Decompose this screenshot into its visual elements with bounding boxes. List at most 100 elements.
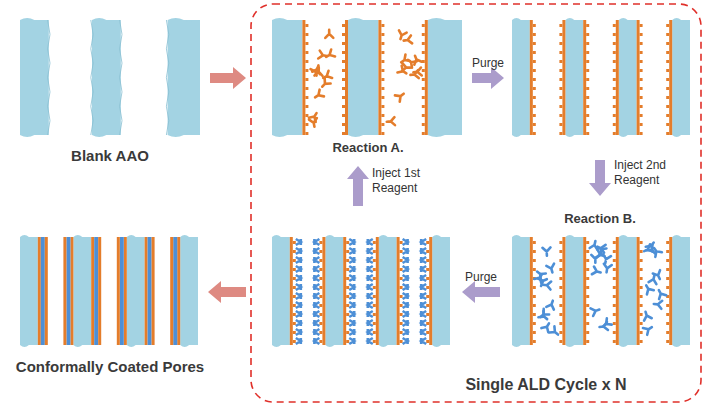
layer-a: [530, 20, 533, 135]
precursor-molecule: [538, 311, 549, 322]
layer-a: [562, 20, 565, 135]
precursor-molecule: [546, 264, 556, 274]
layer-a: [669, 237, 672, 345]
precursor-molecule: [386, 117, 395, 126]
wall-edge: [672, 18, 690, 22]
wall-edge: [432, 343, 450, 347]
wall-edge: [619, 133, 637, 137]
precursor-molecule: [655, 288, 666, 299]
alumina-wall: [619, 20, 637, 135]
layer-a: [376, 237, 379, 345]
precursor-molecule: [591, 306, 601, 316]
precursor-molecule: [313, 90, 324, 101]
precursor-molecule: [601, 254, 611, 264]
precursor-molecule: [395, 91, 406, 102]
wall-edge: [619, 343, 637, 347]
alumina-wall: [20, 237, 38, 345]
purge-arrow: [462, 281, 500, 303]
wall-edge: [619, 18, 637, 22]
alumina-wall: [432, 237, 450, 345]
alumina-wall: [619, 237, 637, 345]
layer-a: [290, 237, 293, 345]
layer-a: [583, 20, 586, 135]
step-label: Inject 1st Reagent: [372, 166, 436, 196]
precursor-molecule: [642, 311, 652, 321]
step-label: Purge: [472, 56, 504, 70]
aao-panel: [20, 18, 200, 137]
wall-edge: [565, 133, 583, 137]
step-arrow: [208, 281, 246, 303]
wall-edge: [672, 133, 690, 137]
alumina-wall: [168, 20, 200, 135]
purge-arrow: [472, 67, 504, 89]
wall-edge: [672, 235, 690, 239]
precursor-molecule: [397, 30, 407, 40]
alumina-wall: [20, 20, 49, 135]
precursor-molecule: [542, 247, 550, 255]
precursor-molecule: [591, 255, 599, 263]
precursor-molecule: [325, 30, 333, 38]
alumina-wall: [565, 237, 583, 345]
precursor-molecule: [541, 321, 552, 332]
wall-edge: [619, 235, 637, 239]
precursor-molecule: [324, 49, 335, 60]
alumina-wall: [180, 237, 198, 345]
precursor-molecule: [318, 51, 327, 60]
precursor-molecule: [643, 324, 654, 335]
wall-edge: [73, 343, 91, 347]
precursor-molecule: [397, 66, 408, 77]
wall-edge: [325, 235, 343, 239]
wall-edge: [272, 18, 302, 22]
wall-edge: [272, 133, 302, 137]
layer-a: [302, 20, 305, 135]
layer-a: [378, 20, 381, 135]
precursor-molecule: [643, 283, 654, 294]
cycle-region: [251, 4, 701, 402]
layer-a: [562, 237, 565, 345]
wall-edge: [432, 235, 450, 239]
wall-edge: [20, 343, 38, 347]
precursor-molecule: [321, 71, 332, 82]
wall-edge: [92, 133, 121, 137]
wall-edge: [379, 343, 397, 347]
precursor-molecule: [653, 300, 662, 309]
alumina-wall: [272, 20, 302, 135]
layer-a: [345, 20, 348, 135]
wall-edge: [127, 343, 145, 347]
wall-edge: [272, 235, 290, 239]
precursor-molecule: [592, 267, 602, 277]
layer-a: [429, 237, 432, 345]
precursor-molecule: [601, 318, 612, 329]
wall-edge: [73, 235, 91, 239]
alumina-wall: [272, 237, 290, 345]
aao-panel: [272, 235, 450, 347]
step-label: Inject 2nd Reagent: [614, 158, 678, 188]
wall-edge: [20, 235, 38, 239]
step-arrow: [210, 67, 246, 89]
layer-a: [669, 20, 672, 135]
inject-arrow: [347, 166, 369, 206]
alumina-wall: [127, 237, 145, 345]
precursor-molecule: [534, 272, 545, 283]
wall-edge: [565, 18, 583, 22]
precursor-molecule: [403, 35, 412, 44]
precursor-molecule: [319, 78, 330, 89]
wall-edge: [180, 235, 198, 239]
aao-panel: [512, 235, 690, 347]
layer-a: [530, 237, 533, 345]
alumina-wall: [428, 20, 462, 135]
alumina-wall: [73, 237, 91, 345]
panel-caption: Blank AAO: [71, 147, 149, 164]
precursor-molecule: [549, 326, 560, 337]
alumina-wall: [672, 20, 690, 135]
precursor-molecule: [411, 54, 421, 64]
panel-caption: Reaction B.: [564, 211, 636, 226]
panel-caption: Reaction A.: [332, 140, 403, 155]
layer-a: [637, 20, 640, 135]
wall-edge: [565, 235, 583, 239]
precursor-molecule: [603, 264, 612, 273]
precursor-molecule: [309, 118, 318, 127]
precursor-molecule: [595, 244, 606, 255]
